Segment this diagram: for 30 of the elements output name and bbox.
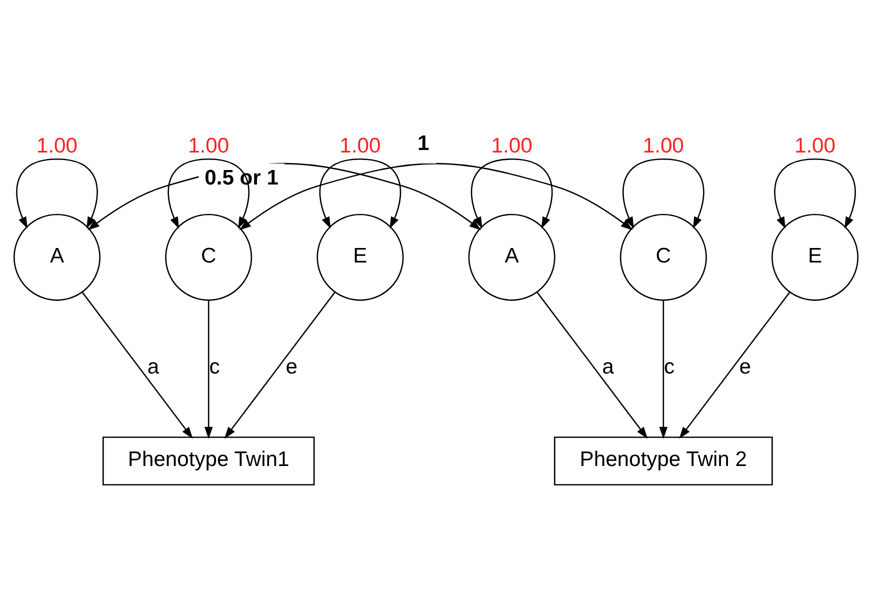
edge-label: e [286, 356, 298, 379]
edge-label: 1.00 [340, 134, 381, 158]
arrow [319, 158, 402, 229]
arrow [239, 162, 633, 230]
arrow [168, 158, 250, 229]
edge-label: a [147, 356, 160, 379]
arrow [536, 292, 648, 439]
edge-label: a [602, 356, 614, 379]
arrow [204, 300, 213, 439]
node-box: Phenotype Twin 2 [554, 436, 773, 486]
edge-label: c [209, 356, 220, 379]
arrow [82, 292, 193, 439]
edge-label: 1.00 [36, 134, 78, 158]
arrow [470, 158, 553, 229]
edge-label: e [739, 356, 751, 379]
arrow [679, 292, 790, 439]
node-box: Phenotype Twin1 [102, 436, 315, 486]
edge-label: 1 [418, 132, 430, 156]
edge-label: 1.00 [491, 134, 532, 158]
edge-label: c [664, 356, 675, 379]
arrow [622, 158, 704, 229]
edge-label: 1.00 [794, 134, 836, 158]
arrow [16, 158, 98, 229]
edge-label: 1.00 [642, 134, 684, 158]
node-circle: E [316, 214, 404, 301]
node-circle: E [772, 214, 858, 301]
arrow [224, 292, 336, 439]
arrow [659, 300, 668, 439]
arrow [774, 158, 856, 229]
edge-label: 1.00 [188, 134, 230, 158]
